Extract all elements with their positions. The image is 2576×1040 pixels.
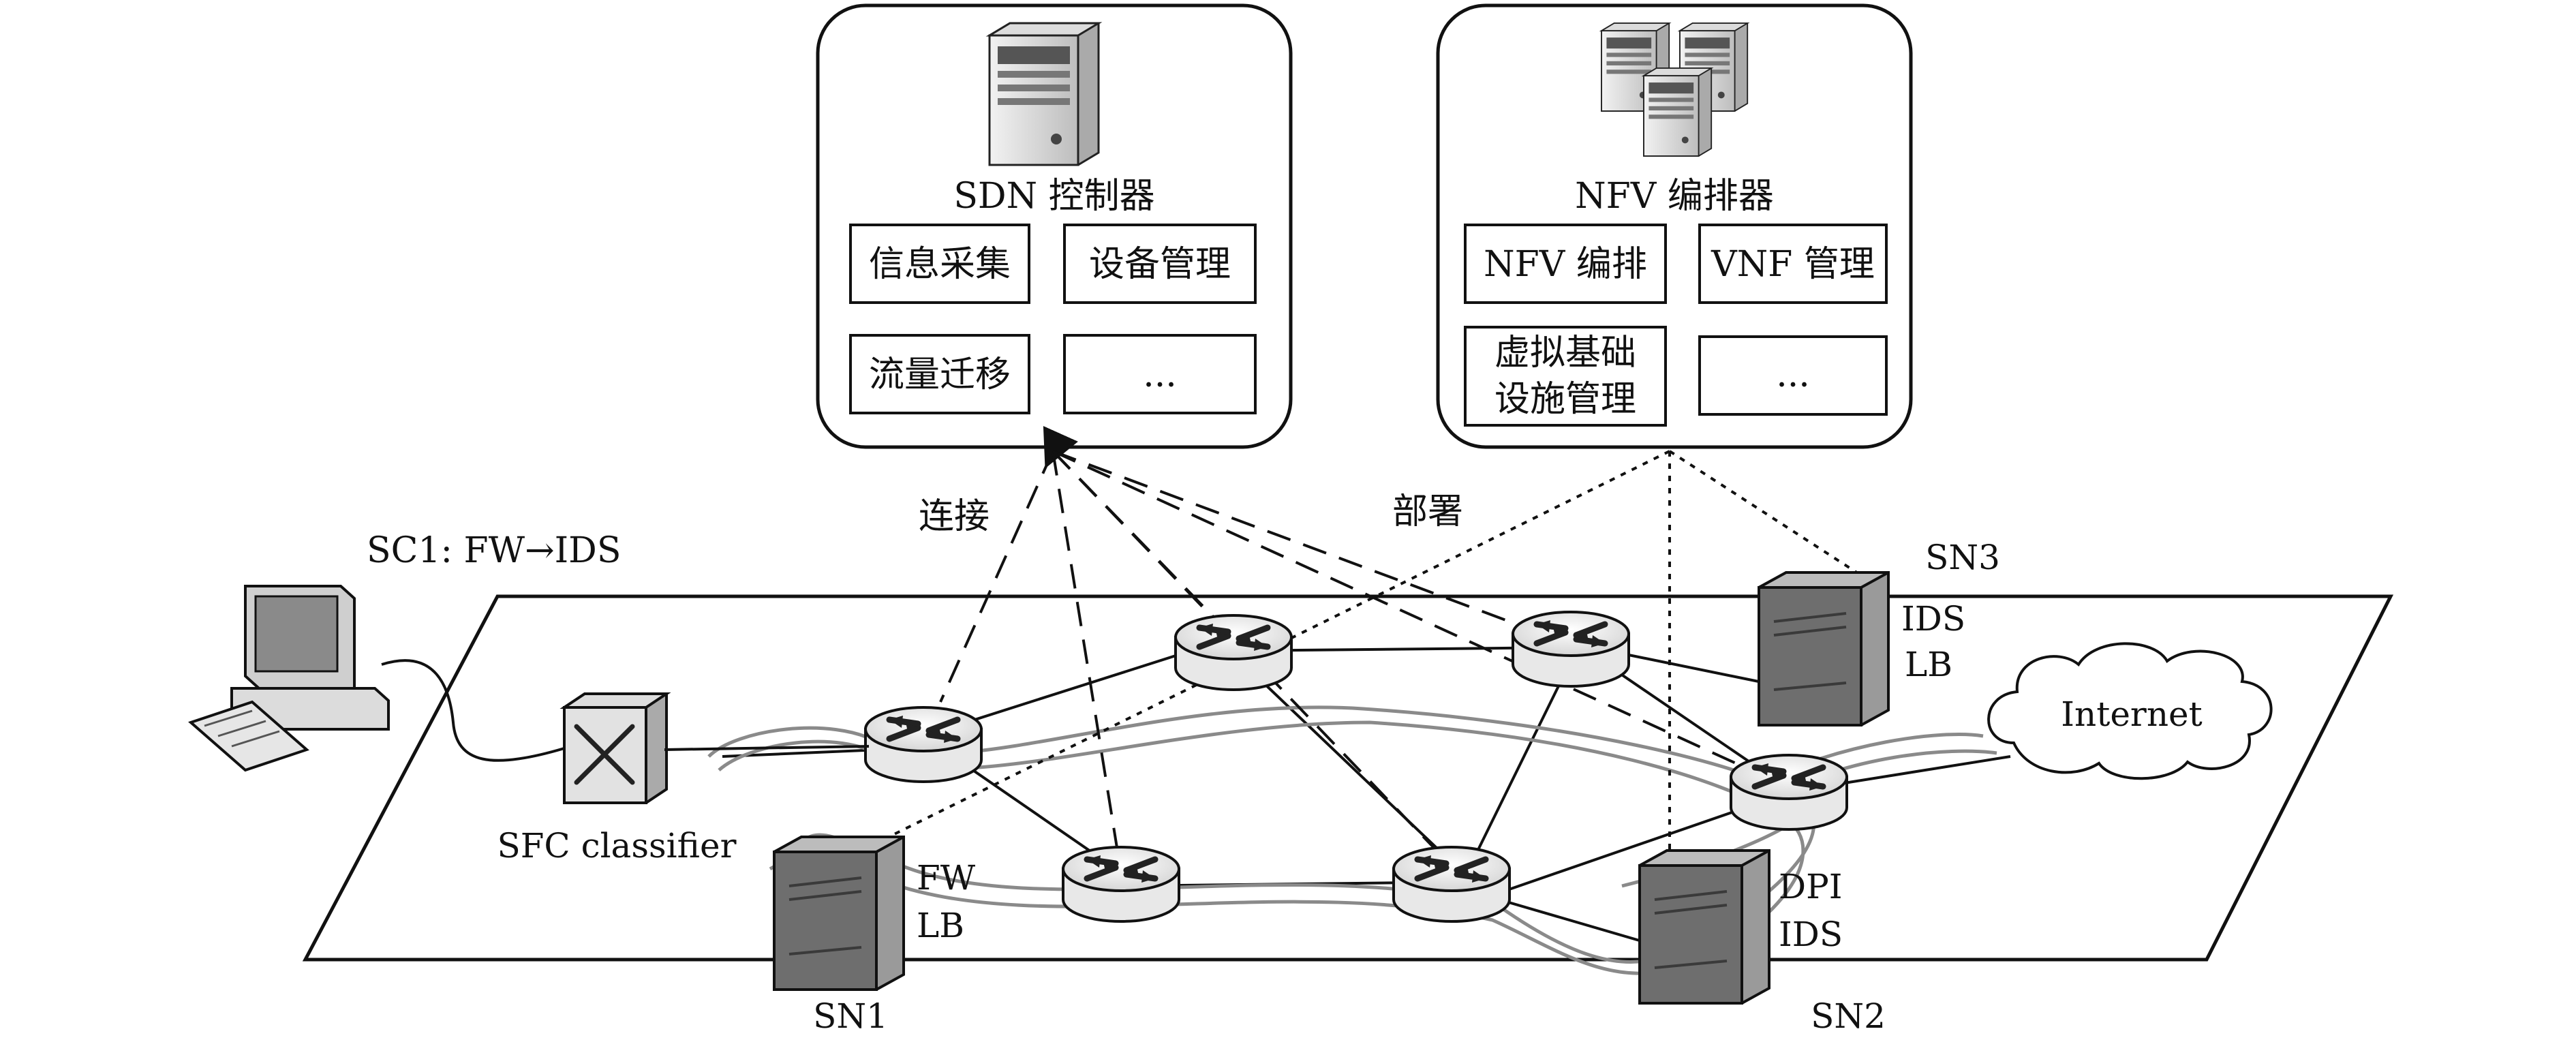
nfv-module-orchestration: NFV 编排 (1484, 244, 1647, 285)
nfv-module-virtual-infra-line2: 设施管理 (1494, 379, 1636, 420)
sdn-controller-title: SDN 控制器 (953, 176, 1154, 217)
pc-to-classifier-cable (381, 659, 565, 762)
sdn-module-traffic-migration: 流量迁移 (869, 354, 1011, 395)
sdn-server-icon (988, 22, 1100, 166)
router-icon (1731, 755, 1847, 829)
connect-label: 连接 (919, 496, 990, 537)
sdn-module-device-management: 设备管理 (1089, 244, 1231, 285)
router-icon (865, 707, 981, 782)
service-chain-label: SC1: FW→IDS (367, 530, 622, 571)
sfc-classifier-label: SFC classifier (497, 826, 736, 866)
classifier-link (664, 745, 870, 751)
sn3-node-icon (1758, 571, 1890, 727)
internet-cloud-icon (1987, 642, 2273, 780)
sn1-function-2: LB (917, 906, 964, 945)
sn2-function-1: DPI (1779, 867, 1842, 906)
deploy-links-dotted (885, 450, 1869, 886)
nfv-module-more: ... (1776, 354, 1810, 395)
sdn-controller-panel: SDN 控制器 信息采集 设备管理 流量迁移 ... (816, 3, 1293, 449)
nfv-module-virtual-infra-line1: 虚拟基础 (1494, 333, 1636, 373)
nfv-module-vnf-management: VNF 管理 (1711, 244, 1875, 285)
sn2-function-2: IDS (1779, 915, 1843, 954)
sdn-module-more: ... (1143, 354, 1177, 395)
sdn-module-info-collection: 信息采集 (869, 244, 1011, 285)
sn3-function-2: LB (1905, 645, 1952, 684)
router-icon (1176, 615, 1291, 690)
sfc-classifier-switch-icon (559, 692, 671, 804)
sn2-node-icon (1638, 849, 1770, 1005)
nfv-orchestrator-panel: NFV 编排器 NFV 编排 VNF 管理 虚拟基础 设施管理 ... (1436, 3, 1913, 449)
router-icon (1394, 847, 1509, 921)
sn2-name: SN2 (1811, 996, 1886, 1036)
router-icon (1063, 847, 1179, 921)
deploy-label: 部署 (1392, 491, 1463, 532)
sn3-function-1: IDS (1901, 599, 1965, 639)
sn1-node-icon (773, 836, 905, 991)
sn3-name: SN3 (1925, 538, 2000, 577)
internet-label: Internet (2061, 694, 2202, 734)
nfv-orchestrator-title: NFV 编排器 (1575, 176, 1774, 217)
host-computer-icon (188, 585, 390, 772)
router-icon (1513, 612, 1629, 686)
sn1-function-1: FW (917, 858, 976, 898)
sn1-name: SN1 (813, 996, 888, 1036)
